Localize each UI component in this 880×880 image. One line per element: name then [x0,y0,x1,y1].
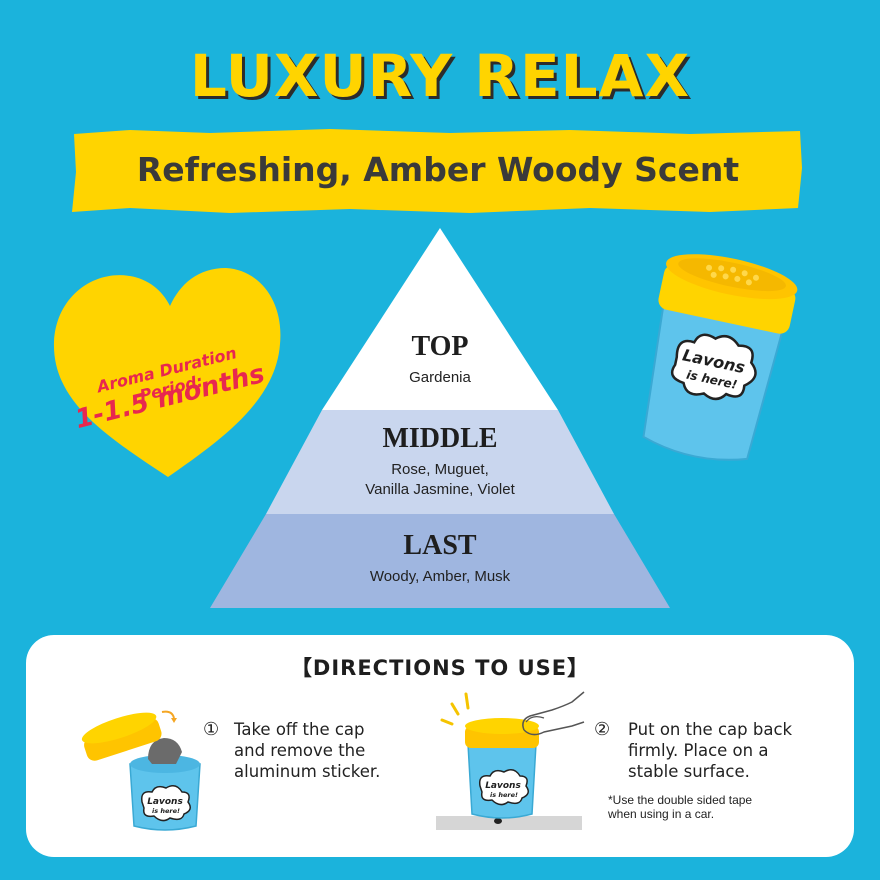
step-2-line: Put on the cap back [628,720,793,739]
middle-note-title: MIDDLE [382,423,498,454]
step-1-text: Take off the cap and remove the aluminum… [234,719,424,782]
subtitle-banner [72,129,802,213]
step-2-line: firmly. Place on a [628,741,769,760]
top-note-list: Gardenia [409,369,471,386]
place-jar-illustration: Lavons is here! [436,691,585,830]
step-1-number: ① [203,719,220,740]
step-1-line: Take off the cap [234,720,365,739]
car-use-note: *Use the double sided tape when using in… [608,793,828,821]
last-note-list: Woody, Amber, Musk [369,568,511,585]
step-2-number: ② [594,719,611,740]
heart-badge [53,268,281,477]
step-2-line: stable surface. [628,762,750,781]
icon2-label-line2: is here! [490,791,518,799]
step-1-line: aluminum sticker. [234,762,381,781]
top-note-title: TOP [411,331,469,362]
icon1-label-line1: Lavons [147,797,183,807]
note-line: when using in a car. [608,807,715,821]
step-1-line: and remove the [234,741,366,760]
middle-note-line: Rose, Muguet, [391,461,489,478]
step-2-text: Put on the cap back firmly. Place on a s… [628,719,828,782]
directions-title: 【DIRECTIONS TO USE】 [290,656,590,680]
middle-note-list: Rose, Muguet, Vanilla Jasmine, Violet [300,460,580,500]
last-note-title: LAST [403,530,477,561]
icon2-label-line1: Lavons [485,781,521,791]
icon1-label-line2: is here! [152,807,180,815]
page-title: LUXURY RELAX [189,42,691,110]
scent-pyramid [210,228,670,608]
middle-note-line: Vanilla Jasmine, Violet [365,481,515,498]
open-cap-illustration: Lavons is here! [81,710,201,831]
note-line: *Use the double sided tape [608,793,753,807]
subtitle: Refreshing, Amber Woody Scent [136,150,740,189]
product-jar-image: Lavons is here! [642,254,798,461]
